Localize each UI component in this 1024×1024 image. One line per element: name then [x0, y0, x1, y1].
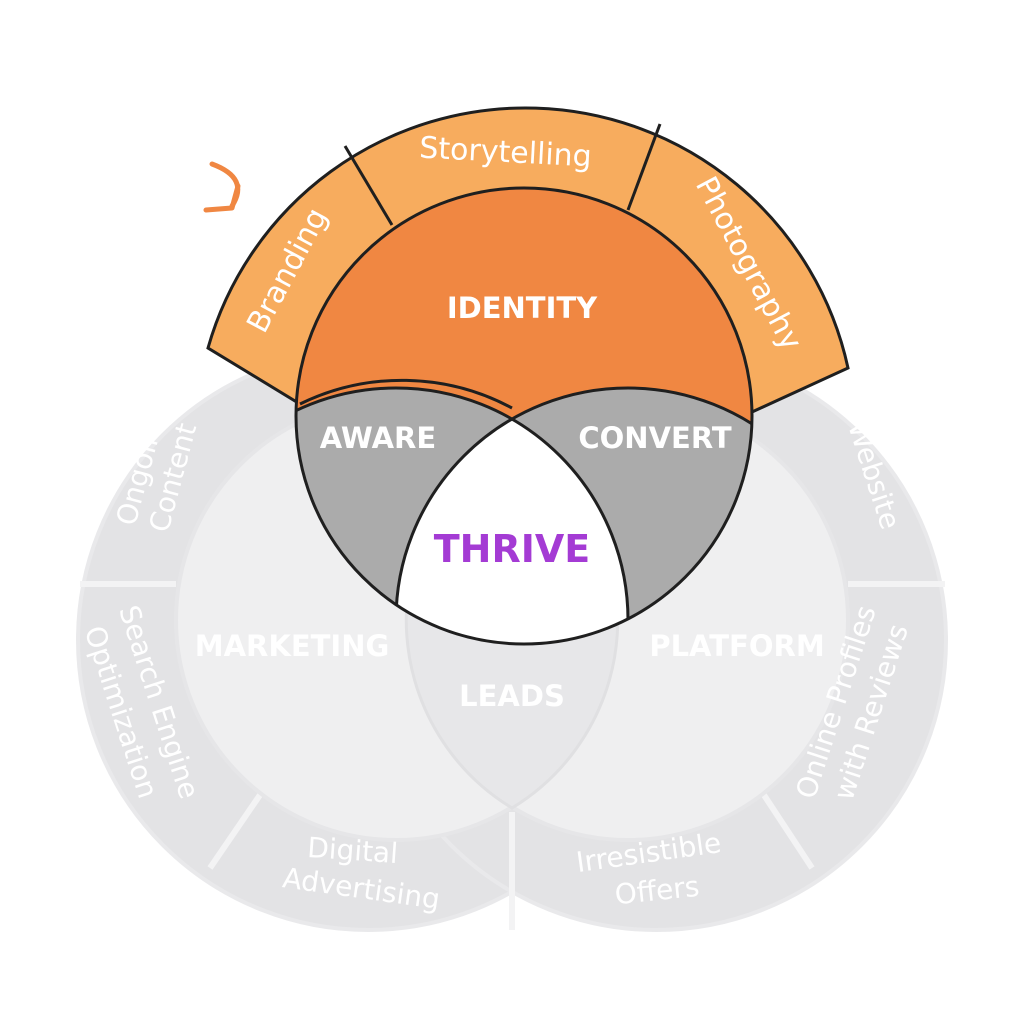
platform-label: PLATFORM [649, 629, 824, 663]
aware-label: AWARE [320, 421, 436, 455]
identity-outlines [294, 186, 754, 646]
thrive-center [396, 388, 628, 644]
convert-label: CONVERT [578, 421, 731, 455]
grey-ring-dividers [80, 581, 945, 930]
thrive-label: THRIVE [434, 527, 591, 571]
leads-label: LEADS [459, 679, 565, 713]
svg-text:Digital: Digital [306, 831, 399, 870]
identity-label: IDENTITY [447, 291, 598, 325]
marketing-label: MARKETING [195, 629, 390, 663]
curved-arrow-icon [203, 161, 241, 213]
